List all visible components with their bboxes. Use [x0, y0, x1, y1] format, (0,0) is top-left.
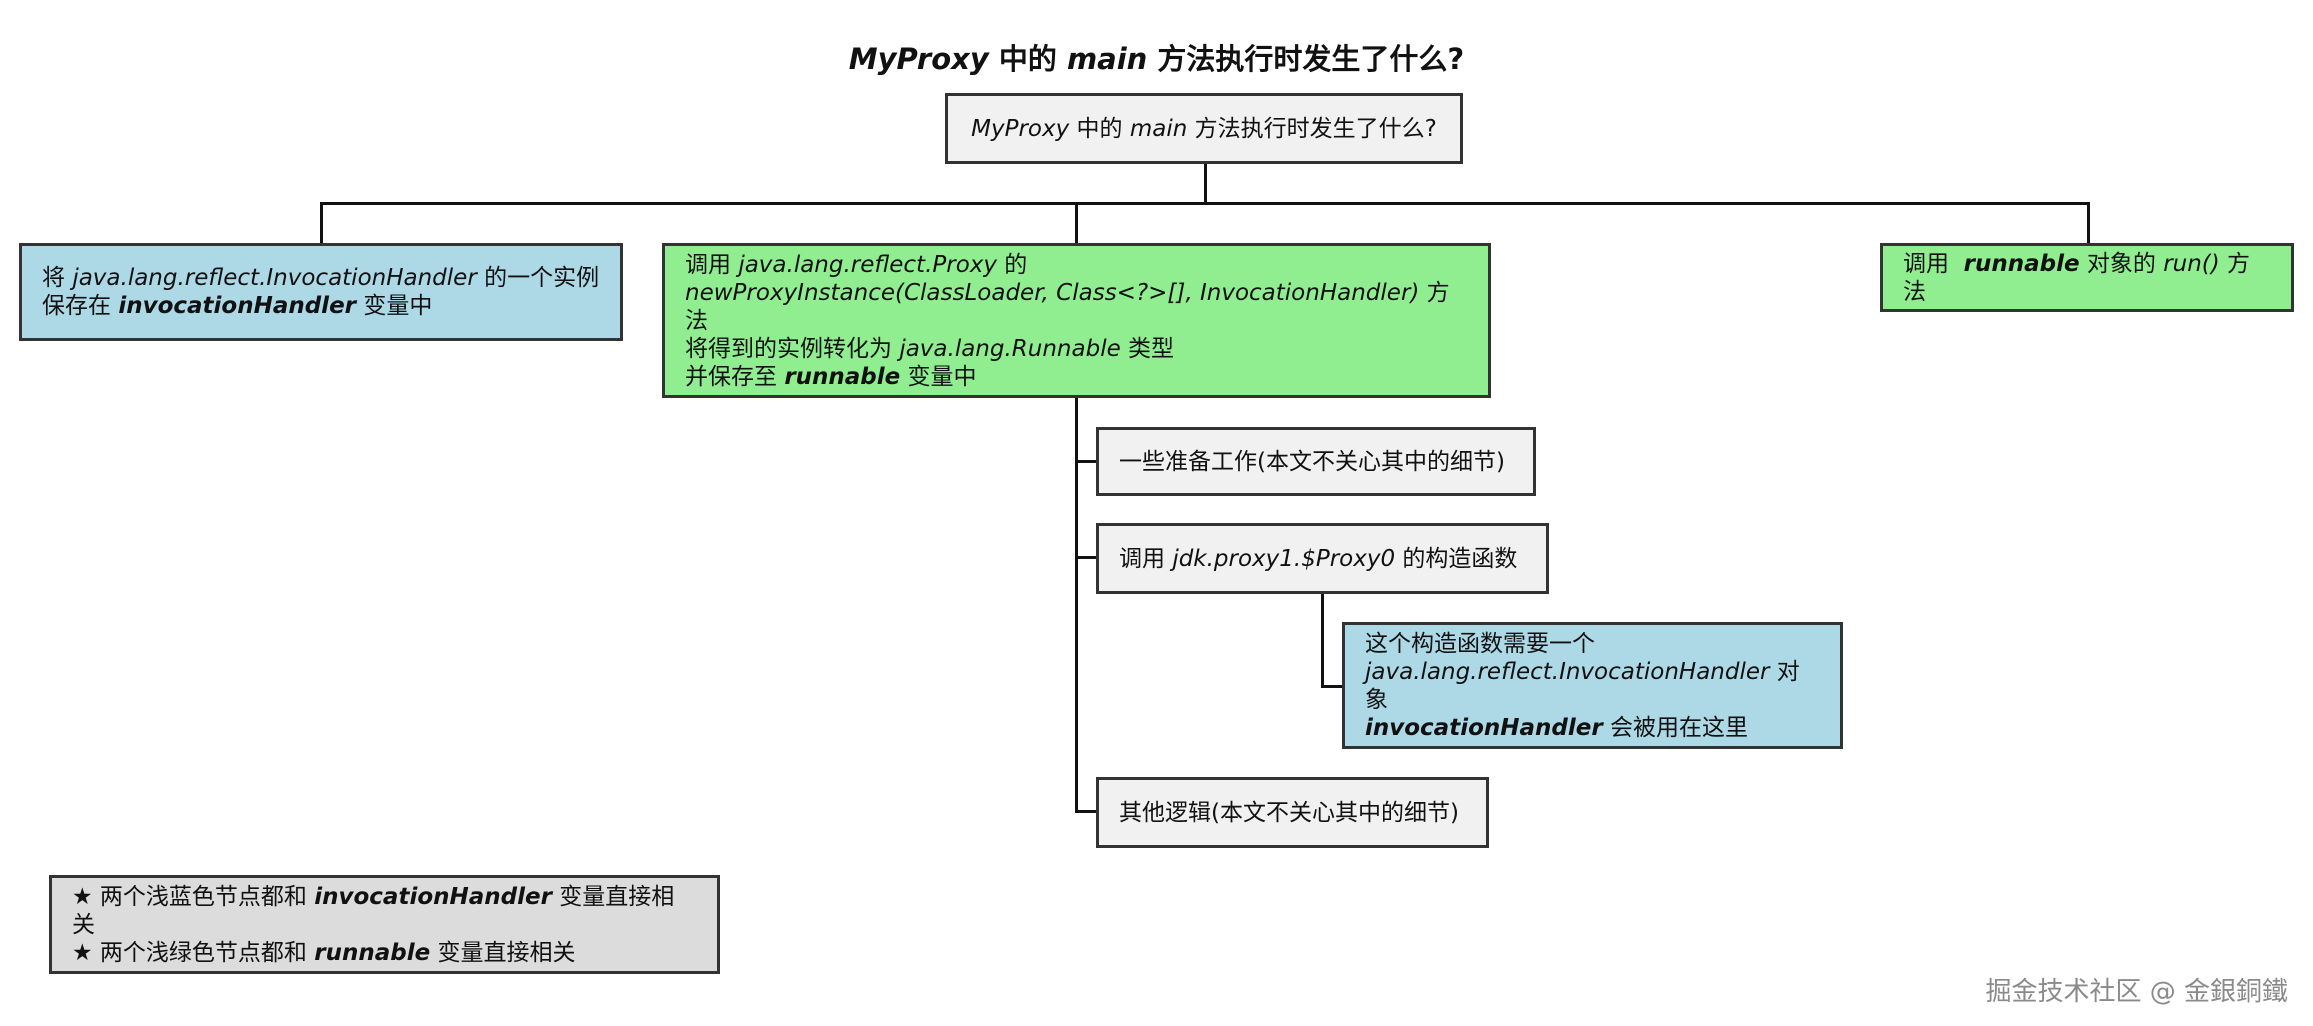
connector-to-middle [1075, 202, 1078, 243]
connector-ctor-down [1321, 592, 1324, 688]
left-node-line1: 将 java.lang.reflect.InvocationHandler 的一… [42, 265, 600, 291]
middle-node-line3: 将得到的实例转化为 java.lang.Runnable 类型 [685, 335, 1175, 362]
watermark: 掘金技术社区 @ 金銀銅鐵 [1985, 977, 2288, 1007]
left-node-line2: 保存在 invocationHandler 变量中 [42, 293, 433, 319]
child-node-call-constructor: 调用 jdk.proxy1.$Proxy0 的构造函数 [1096, 523, 1549, 594]
middle-node-line4: 并保存至 runnable 变量中 [685, 363, 977, 390]
child-node-ctor-label: 调用 jdk.proxy1.$Proxy0 的构造函数 [1119, 545, 1518, 572]
grandchild-node-constructor-needs-handler: 这个构造函数需要一个 java.lang.reflect.InvocationH… [1342, 622, 1843, 749]
child-node-prep: 一些准备工作(本文不关心其中的细节) [1096, 427, 1536, 496]
child-node-other-logic: 其他逻辑(本文不关心其中的细节) [1096, 777, 1489, 848]
middle-node-line2: newProxyInstance(ClassLoader, Class<?>[]… [685, 279, 1450, 334]
connector-to-other [1075, 810, 1097, 813]
legend-line2: ★ 两个浅绿色节点都和 runnable 变量直接相关 [72, 939, 576, 966]
connector-to-grandchild [1321, 685, 1343, 688]
left-node-store-handler: 将 java.lang.reflect.InvocationHandler 的一… [19, 243, 623, 341]
root-node: MyProxy 中的 main 方法执行时发生了什么? [945, 93, 1463, 164]
connector-top-bus [320, 202, 2090, 205]
middle-node-new-proxy-instance: 调用 java.lang.reflect.Proxy 的 newProxyIns… [662, 243, 1491, 398]
child-node-prep-label: 一些准备工作(本文不关心其中的细节) [1119, 448, 1505, 475]
middle-node-line1: 调用 java.lang.reflect.Proxy 的 [685, 251, 1028, 278]
right-node-call-run: 调用 runnable 对象的 run() 方法 [1880, 243, 2294, 312]
connector-middle-trunk [1075, 395, 1078, 813]
grandchild-line1: 这个构造函数需要一个 [1365, 630, 1595, 657]
grandchild-line2: java.lang.reflect.InvocationHandler 对象 [1365, 658, 1800, 713]
legend-line1: ★ 两个浅蓝色节点都和 invocationHandler 变量直接相关 [72, 883, 675, 938]
connector-to-ctor [1075, 556, 1097, 559]
connector-to-prep [1075, 460, 1097, 463]
legend-note: ★ 两个浅蓝色节点都和 invocationHandler 变量直接相关 ★ 两… [49, 875, 720, 974]
root-node-label: MyProxy 中的 main 方法执行时发生了什么? [971, 115, 1437, 142]
child-node-other-label: 其他逻辑(本文不关心其中的细节) [1119, 799, 1459, 826]
connector-to-left [320, 202, 323, 243]
diagram-title: MyProxy 中的 main 方法执行时发生了什么? [848, 42, 1465, 76]
connector-root-down [1204, 164, 1207, 205]
connector-to-right [2087, 202, 2090, 243]
right-node-label: 调用 runnable 对象的 run() 方法 [1903, 250, 2251, 305]
grandchild-line3: invocationHandler 会被用在这里 [1365, 714, 1749, 741]
